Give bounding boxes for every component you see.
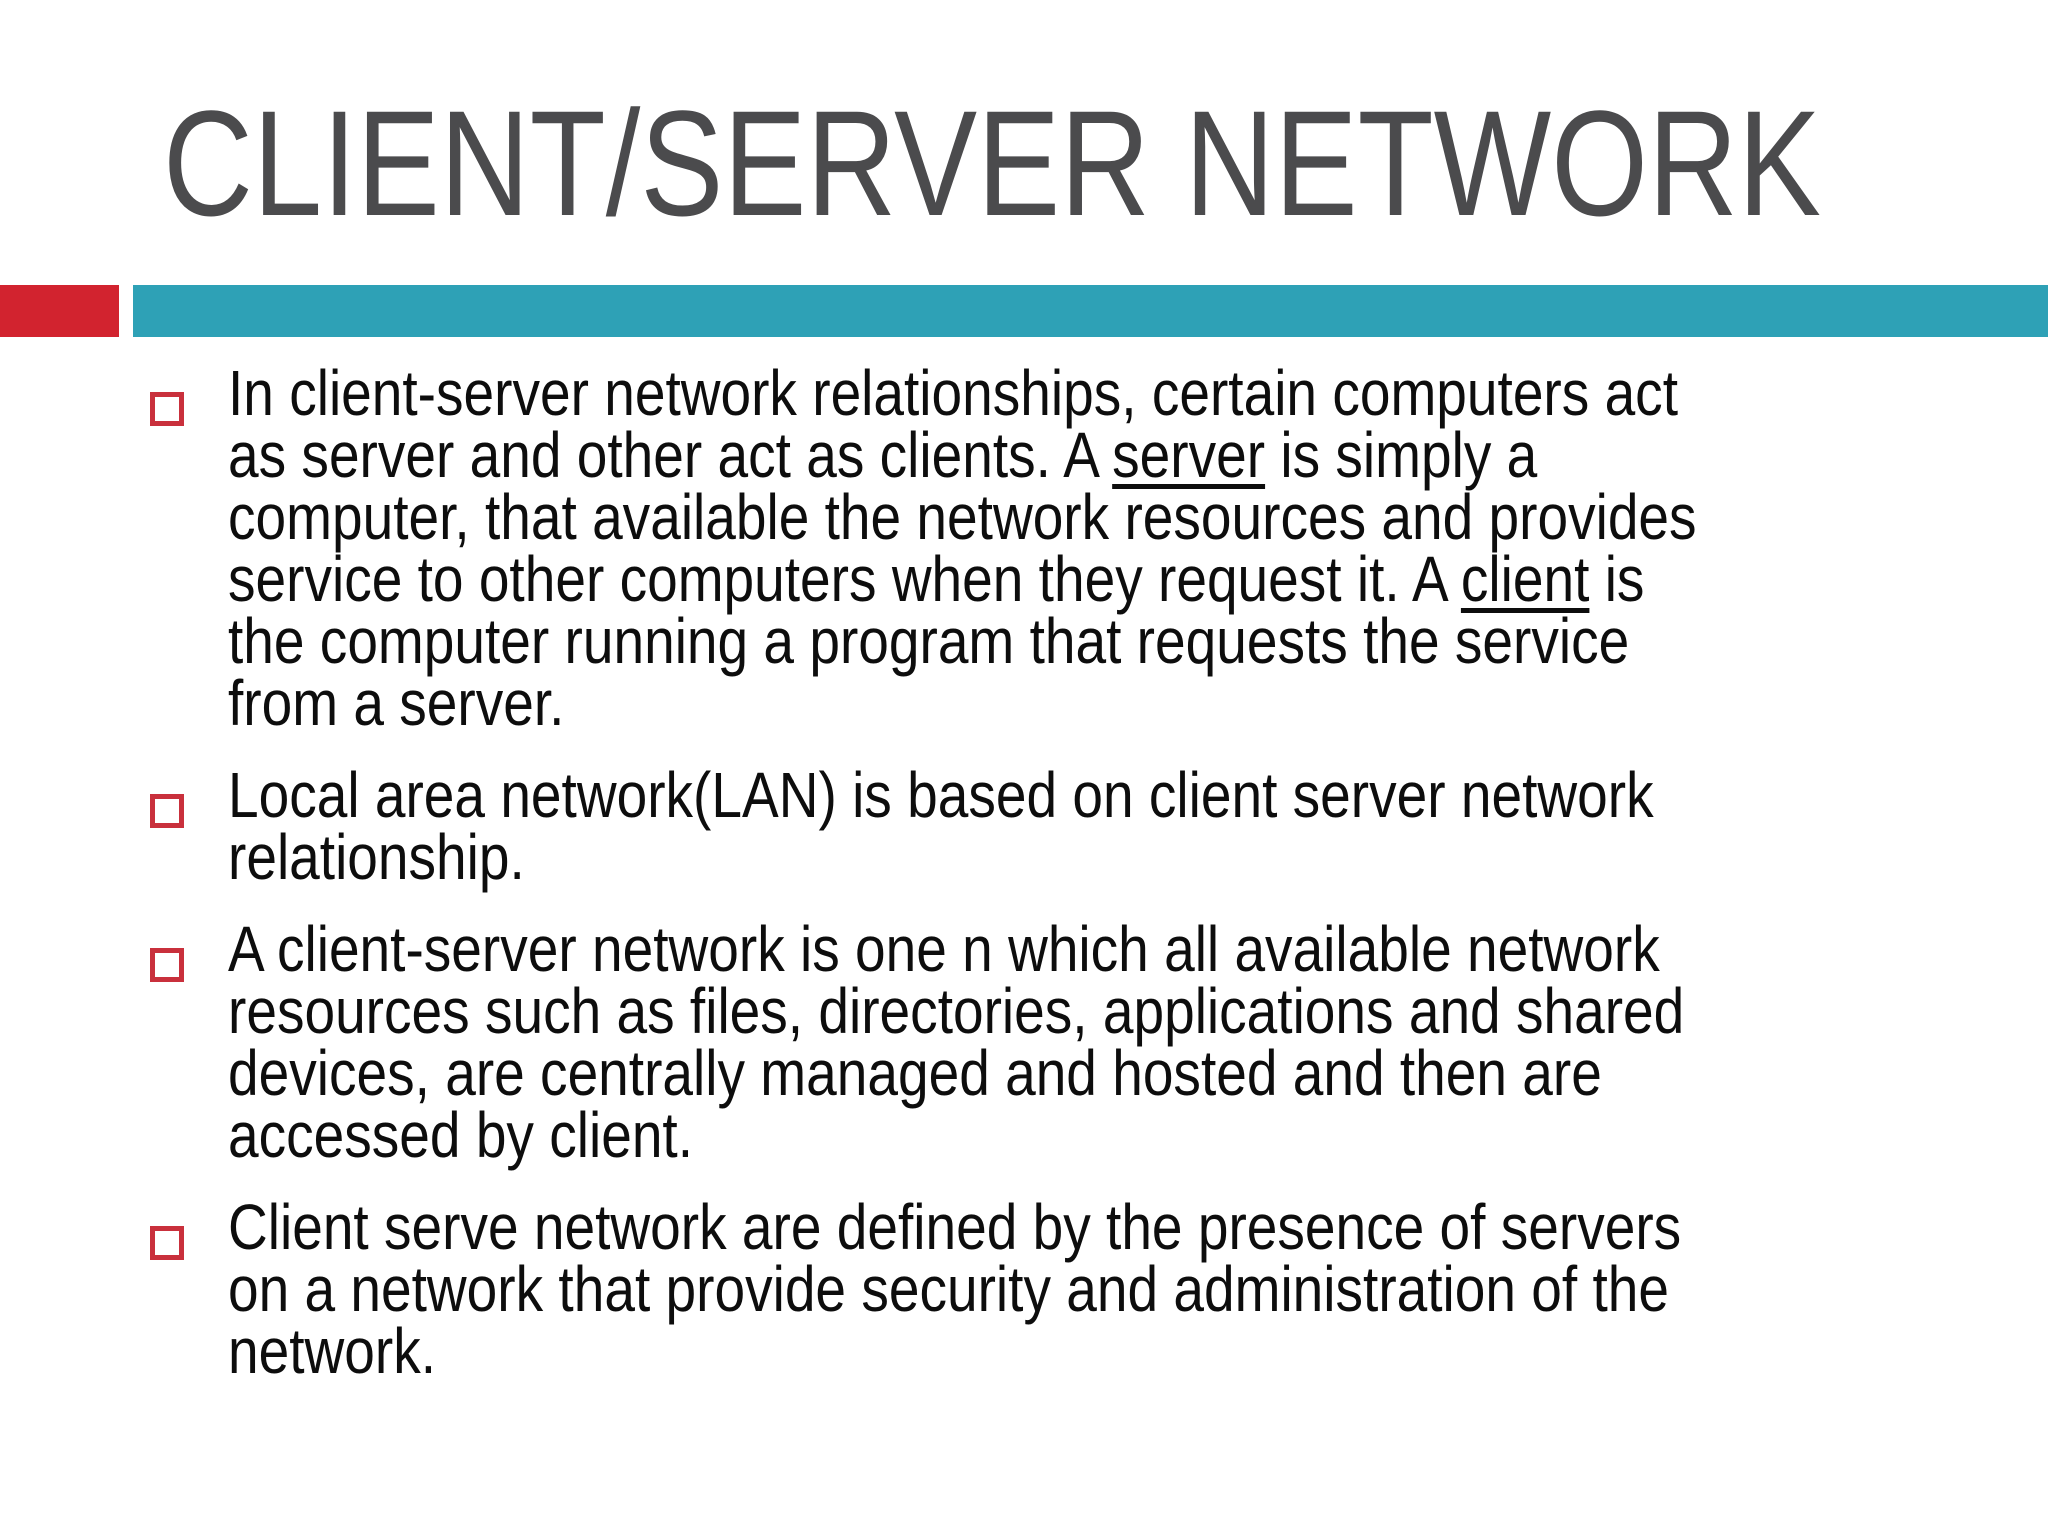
list-item: A client-server network is one n which a… xyxy=(150,917,1930,1167)
bullet-square-icon xyxy=(150,1226,184,1260)
text-segment: In client-server network relationships, … xyxy=(228,357,1678,429)
text-line: on a network that provide security and a… xyxy=(228,1257,1692,1321)
text-line: the computer running a program that requ… xyxy=(228,609,1692,673)
text-segment: Local area network(LAN) is based on clie… xyxy=(228,759,1654,831)
text-line: In client-server network relationships, … xyxy=(228,361,1692,425)
text-line: from a server. xyxy=(228,671,1692,735)
list-item: Client serve network are defined by the … xyxy=(150,1195,1930,1383)
bullet-square-icon xyxy=(150,794,184,828)
text-line: A client-server network is one n which a… xyxy=(228,917,1692,981)
text-line: devices, are centrally managed and hoste… xyxy=(228,1041,1692,1105)
text-line: accessed by client. xyxy=(228,1103,1692,1167)
text-segment: relationship. xyxy=(228,821,525,893)
bullet-square-icon xyxy=(150,948,184,982)
text-line: relationship. xyxy=(228,825,1692,889)
list-item: In client-server network relationships, … xyxy=(150,361,1930,735)
text-line: Local area network(LAN) is based on clie… xyxy=(228,763,1692,827)
text-segment: is simply a xyxy=(1265,419,1538,491)
text-segment: devices, are centrally managed and hoste… xyxy=(228,1037,1602,1109)
bullet-square-icon xyxy=(150,392,184,426)
text-segment: network. xyxy=(228,1315,437,1387)
text-segment: as server and other act as clients. A xyxy=(228,419,1113,491)
text-segment: Client serve network are defined by the … xyxy=(228,1191,1682,1263)
text-line: service to other computers when they req… xyxy=(228,547,1692,611)
bullet-list: In client-server network relationships, … xyxy=(150,361,1930,1412)
accent-red-block xyxy=(0,285,119,337)
text-segment: A client-server network is one n which a… xyxy=(228,913,1660,985)
page-title: CLIENT/SERVER NETWORK xyxy=(163,79,1821,247)
text-line: network. xyxy=(228,1319,1692,1383)
text-segment: resources such as files, directories, ap… xyxy=(228,975,1685,1047)
text-segment: from a server. xyxy=(228,667,565,739)
text-segment: computer, that available the network res… xyxy=(228,481,1697,553)
underlined-term: server xyxy=(1112,419,1266,491)
text-line: computer, that available the network res… xyxy=(228,485,1697,549)
text-line: Client serve network are defined by the … xyxy=(228,1195,1692,1259)
text-segment: on a network that provide security and a… xyxy=(228,1253,1670,1325)
accent-teal-bar xyxy=(133,285,2048,337)
list-item: Local area network(LAN) is based on clie… xyxy=(150,763,1930,889)
text-segment: accessed by client. xyxy=(228,1099,694,1171)
text-line: as server and other act as clients. A se… xyxy=(228,423,1692,487)
underlined-term: client xyxy=(1460,543,1590,615)
text-segment: service to other computers when they req… xyxy=(228,543,1461,615)
text-segment: the computer running a program that requ… xyxy=(228,605,1630,677)
text-line: resources such as files, directories, ap… xyxy=(228,979,1692,1043)
text-segment: is xyxy=(1589,543,1645,615)
